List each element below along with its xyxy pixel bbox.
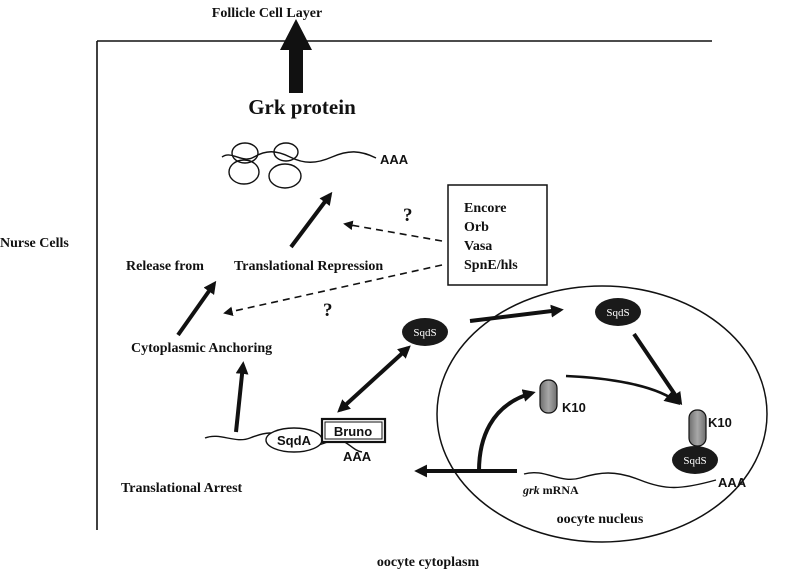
translational-repression-label: Translational Repression xyxy=(234,259,383,274)
arrow-arrest-to-anchoring xyxy=(234,361,249,433)
factor-item: SpnE/hls xyxy=(464,258,518,273)
question-mark-upper: ? xyxy=(403,205,413,226)
sqds-complex xyxy=(672,446,718,474)
sqds-label: SqdS xyxy=(413,327,436,339)
dashed-arrow-to-anchoring xyxy=(223,264,443,317)
factor-item: Orb xyxy=(464,220,489,235)
arrow-sqds-bruno-exchange xyxy=(337,345,411,413)
k10-complex-label: K10 xyxy=(708,415,732,430)
bruno-label: Bruno xyxy=(334,424,372,439)
arrow-repression-to-translation xyxy=(289,191,333,249)
grk-mrna-label: grk mRNA xyxy=(522,483,579,497)
factor-item: Vasa xyxy=(464,239,492,254)
polysome xyxy=(221,142,377,189)
factor-box xyxy=(447,184,548,286)
sqds-label: SqdS xyxy=(606,307,629,319)
arrow-sqds-to-nucleus xyxy=(469,304,564,323)
release-from-label: Release from xyxy=(126,259,204,274)
translational-arrest-label: Translational Arrest xyxy=(121,481,243,496)
mrna-suffix: mRNA xyxy=(540,483,579,497)
sqds-cytoplasmic xyxy=(402,318,448,346)
grk-protein-label: Grk protein xyxy=(248,95,356,119)
oocyte-cytoplasm-label: oocyte cytoplasm xyxy=(377,555,480,570)
sqds-label: SqdS xyxy=(683,455,706,467)
oocyte-nucleus-label: oocyte nucleus xyxy=(557,512,644,527)
polya-tail-nucleus: AAA xyxy=(718,475,747,490)
factor-item: Encore xyxy=(464,201,507,216)
nurse-cells-label: Nurse Cells xyxy=(0,236,69,251)
factor-list: Encore Orb Vasa SpnE/hls xyxy=(464,201,518,273)
polya-tail-cytoplasm: AAA xyxy=(343,449,372,464)
grk-secretion-arrow xyxy=(280,19,312,93)
arrow-k10-translation xyxy=(477,389,536,472)
polya-tail-top: AAA xyxy=(380,152,409,167)
oocyte-nucleus xyxy=(436,285,768,543)
follicle-cell-layer-label: Follicle Cell Layer xyxy=(212,6,322,21)
k10-label: K10 xyxy=(562,400,586,415)
k10-protein xyxy=(539,379,558,414)
grk-gene-name: grk xyxy=(522,483,540,497)
sqda-label: SqdA xyxy=(277,433,312,448)
sqds-nuclear xyxy=(595,298,641,326)
bruno-protein xyxy=(320,417,387,444)
cytoplasmic-anchoring-label: Cytoplasmic Anchoring xyxy=(131,341,272,356)
question-mark-lower: ? xyxy=(323,300,333,321)
arrow-k10-to-complex xyxy=(565,374,681,406)
dashed-arrow-to-release xyxy=(343,220,443,242)
arrow-anchoring-to-release xyxy=(176,280,217,337)
k10-complex xyxy=(688,409,707,447)
nuclear-grk-mrna xyxy=(523,472,717,489)
